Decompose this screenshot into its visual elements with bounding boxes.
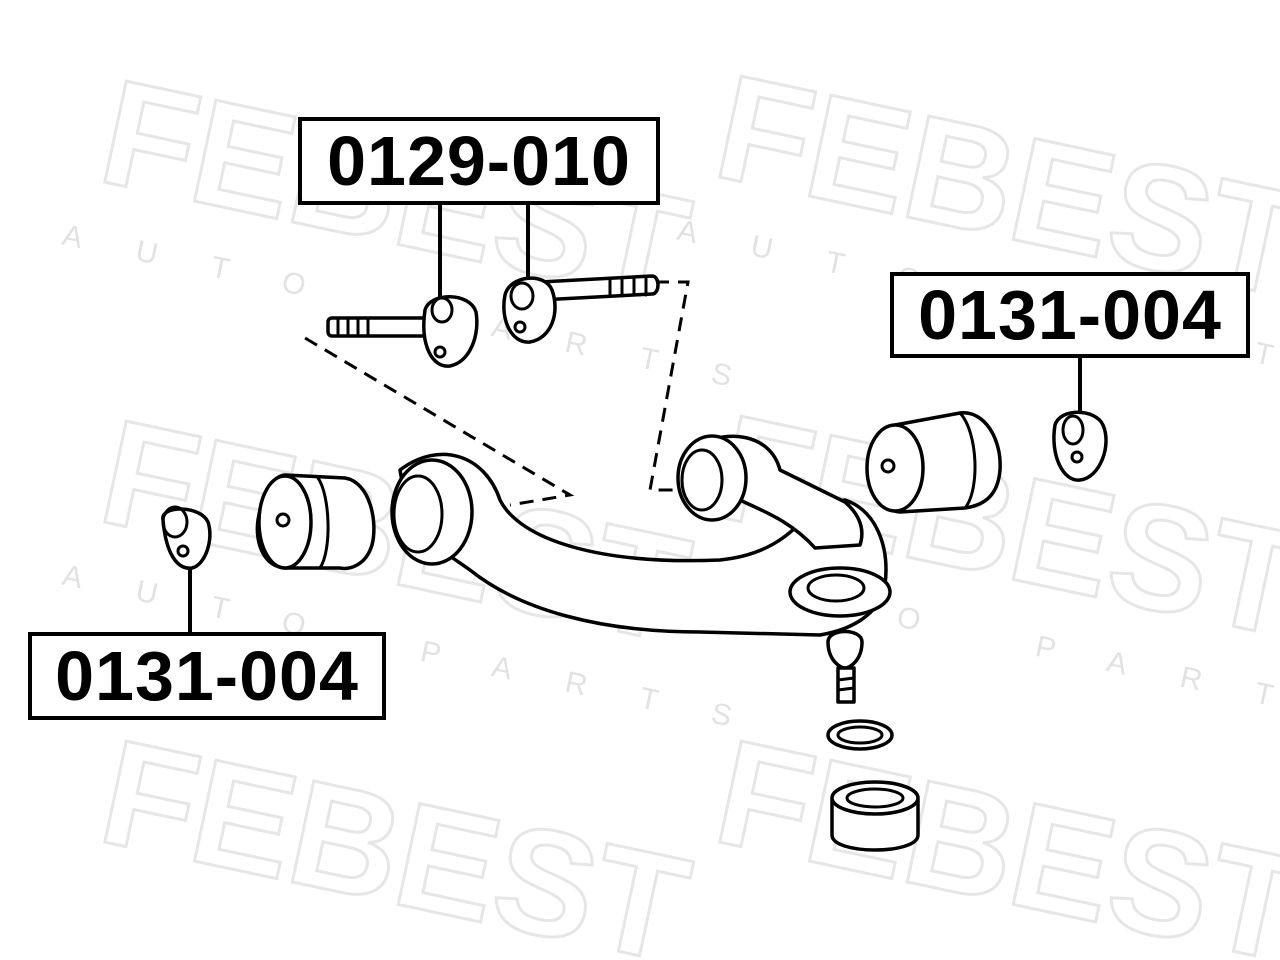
- right-cam-washer: [1052, 410, 1108, 482]
- left-bushing-flange: [316, 476, 330, 570]
- left-cam-washer-pin: [176, 544, 190, 558]
- right-cam-washer-hole: [1061, 414, 1085, 446]
- control-arm: [390, 434, 892, 637]
- ball-joint-stud: [836, 666, 856, 704]
- guide-line-left: [304, 336, 575, 507]
- dust-boot-assembly: [826, 719, 920, 852]
- right-cam-washer-pin: [1070, 450, 1084, 464]
- right-cam-washer-body: [1052, 410, 1108, 482]
- control-arm-rear-eye-bore: [680, 448, 724, 512]
- part-number-text: 0129-010: [327, 122, 631, 200]
- camber-bolt-left-cam-hole: [430, 296, 454, 324]
- control-arm-rear-eye: [676, 434, 748, 522]
- dust-boot-opening: [845, 787, 905, 809]
- camber-bolt-right-cam-hole: [509, 281, 535, 311]
- control-arm-front-eye-bore: [392, 474, 444, 554]
- watermark-brand: FEBEST: [88, 707, 702, 960]
- camber-bolt-right: [502, 274, 660, 344]
- boot-retaining-ring-inner: [836, 725, 884, 745]
- control-arm-front-eye: [390, 458, 474, 566]
- assembly-guides: [304, 280, 690, 507]
- dust-boot-top: [830, 780, 920, 816]
- camber-bolt-right-cam: [502, 276, 557, 344]
- right-bushing: [865, 411, 1002, 514]
- part-number-text: 0131-004: [918, 276, 1222, 354]
- left-bushing: [255, 473, 376, 571]
- left-bushing-bore: [275, 512, 291, 528]
- stud-thread-1: [836, 676, 856, 682]
- leader-lines: [188, 205, 1082, 632]
- camber-bolt-right-cam-pin: [513, 320, 527, 334]
- watermark-bottom-left: FEBEST: [87, 705, 704, 960]
- part-number-label-left: 0131-004: [28, 632, 386, 720]
- part-number-label-right: 0131-004: [890, 272, 1250, 358]
- right-bushing-flange: [958, 411, 977, 510]
- watermark-layer: FEBEST AUTO PARTS FEBEST AUTO PARTS FEBE…: [59, 40, 1280, 960]
- camber-bolt-left: [326, 295, 479, 368]
- part-number-text: 0131-004: [55, 637, 359, 715]
- watermark-brand: FEBEST: [703, 707, 1280, 960]
- right-bushing-bore: [880, 458, 896, 474]
- left-cam-washer-hole: [161, 505, 189, 539]
- ball-joint-ball: [826, 629, 864, 670]
- control-arm-body: [398, 452, 888, 637]
- ball-joint-housing-top: [806, 573, 866, 603]
- ball-joint: [826, 629, 864, 704]
- camber-bolt-left-cam-pin: [433, 345, 447, 359]
- left-bushing-face: [257, 474, 313, 570]
- part-number-label-top: 0129-010: [298, 117, 660, 205]
- camber-bolt-right-shank: [538, 274, 660, 302]
- watermark-bottom-right: FEBEST: [702, 705, 1280, 960]
- stud-thread-2: [836, 686, 856, 692]
- left-cam-washer: [161, 505, 212, 570]
- guide-line-right: [648, 280, 690, 492]
- camber-bolt-left-shank: [326, 316, 440, 338]
